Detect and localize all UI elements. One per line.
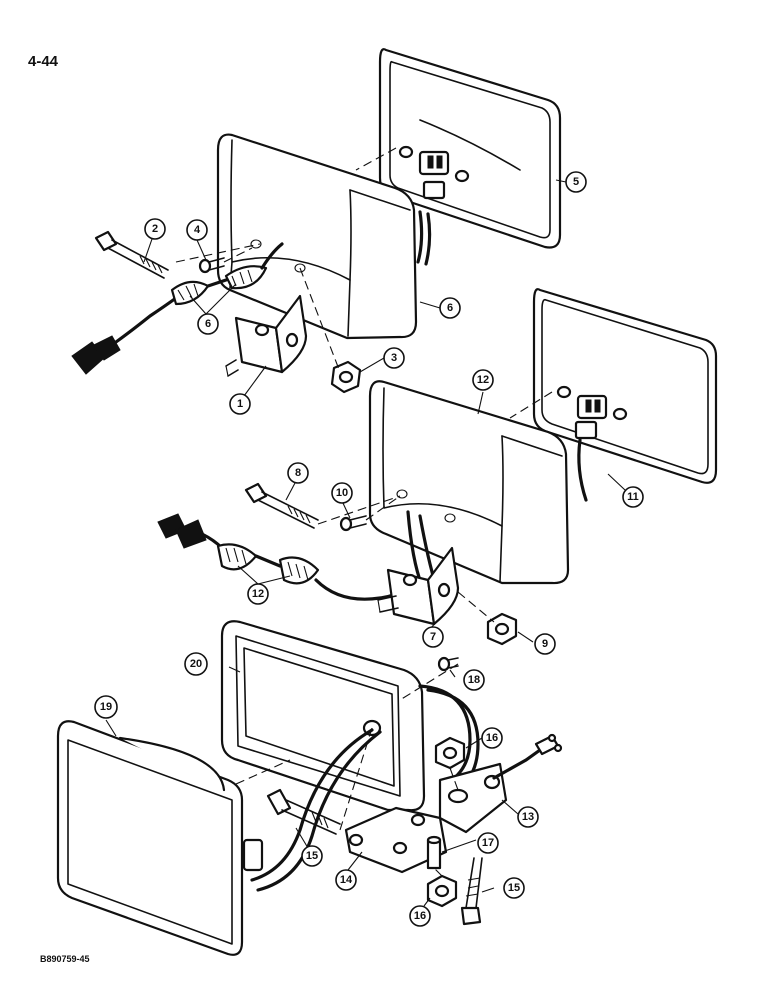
lens-reflector-11 xyxy=(532,288,718,502)
bolt-2 xyxy=(94,230,169,279)
screw-4 xyxy=(198,257,225,274)
mounting-bracket-14 xyxy=(344,806,448,874)
svg-text:16: 16 xyxy=(414,910,426,922)
lens-19 xyxy=(56,720,382,956)
screw-10 xyxy=(339,515,367,532)
spacer-17 xyxy=(426,835,442,870)
svg-text:20: 20 xyxy=(190,658,202,670)
svg-text:13: 13 xyxy=(522,811,534,823)
nut-16-lower xyxy=(426,874,458,908)
wire-harness-6 xyxy=(71,242,284,375)
callout-16b: 16 xyxy=(409,905,431,927)
bolt-8 xyxy=(244,482,319,529)
callout-6b: 6 xyxy=(439,297,461,319)
svg-text:19: 19 xyxy=(100,701,112,713)
callout-5: 5 xyxy=(565,171,587,193)
bolt-15-vertical xyxy=(460,857,483,926)
svg-text:9: 9 xyxy=(542,638,548,650)
callout-15b: 15 xyxy=(503,877,525,899)
svg-text:12: 12 xyxy=(252,588,264,600)
mounting-bracket-1 xyxy=(225,294,308,377)
callout-3: 3 xyxy=(383,347,405,369)
callout-6a: 6 xyxy=(197,313,219,335)
callout-18: 18 xyxy=(463,669,485,691)
svg-text:4: 4 xyxy=(194,224,201,236)
nut-16-upper xyxy=(434,736,466,770)
callout-7: 7 xyxy=(422,626,444,648)
svg-text:18: 18 xyxy=(468,674,480,686)
svg-text:3: 3 xyxy=(391,352,397,364)
svg-text:15: 15 xyxy=(306,850,318,862)
svg-text:14: 14 xyxy=(340,874,353,886)
svg-text:11: 11 xyxy=(627,491,639,503)
lamp-housing-6 xyxy=(216,133,432,340)
callout-1: 1 xyxy=(229,393,251,415)
callout-2: 2 xyxy=(144,218,166,240)
svg-text:1: 1 xyxy=(237,398,243,410)
mounting-bracket-7 xyxy=(377,546,460,626)
svg-text:6: 6 xyxy=(205,318,211,330)
callout-9: 9 xyxy=(534,633,556,655)
svg-text:7: 7 xyxy=(430,631,436,643)
svg-text:10: 10 xyxy=(336,487,348,499)
nut-3 xyxy=(330,360,362,394)
callout-11: 11 xyxy=(622,486,644,508)
callout-17: 17 xyxy=(477,832,499,854)
page-number: 4-44 xyxy=(28,53,59,70)
screw-18 xyxy=(437,656,459,672)
svg-text:12: 12 xyxy=(477,374,489,386)
alignment-lines xyxy=(175,147,553,877)
switch-bracket-13 xyxy=(438,733,563,834)
svg-text:2: 2 xyxy=(152,223,158,235)
callout-15a: 15 xyxy=(301,845,323,867)
callout-8: 8 xyxy=(287,462,309,484)
wire-harness-12 xyxy=(157,513,410,601)
svg-text:16: 16 xyxy=(486,732,498,744)
lamp-housing-12 xyxy=(368,380,570,588)
svg-text:17: 17 xyxy=(482,837,494,849)
svg-text:8: 8 xyxy=(295,467,301,479)
bolt-15-left xyxy=(266,788,341,835)
svg-text:5: 5 xyxy=(573,176,579,188)
callout-10: 10 xyxy=(331,482,353,504)
callout-19: 19 xyxy=(94,695,118,719)
svg-text:15: 15 xyxy=(508,882,520,894)
callout-12a: 12 xyxy=(472,369,494,391)
lens-reflector-5 xyxy=(378,48,562,249)
callout-14: 14 xyxy=(335,869,357,891)
callout-16a: 16 xyxy=(481,727,503,749)
nut-9 xyxy=(486,612,518,646)
figure-id: B890759-45 xyxy=(40,954,90,964)
svg-text:6: 6 xyxy=(447,302,453,314)
callout-4: 4 xyxy=(186,219,208,241)
callout-12b: 12 xyxy=(247,583,269,605)
callout-20: 20 xyxy=(184,652,208,676)
callout-13: 13 xyxy=(517,806,539,828)
